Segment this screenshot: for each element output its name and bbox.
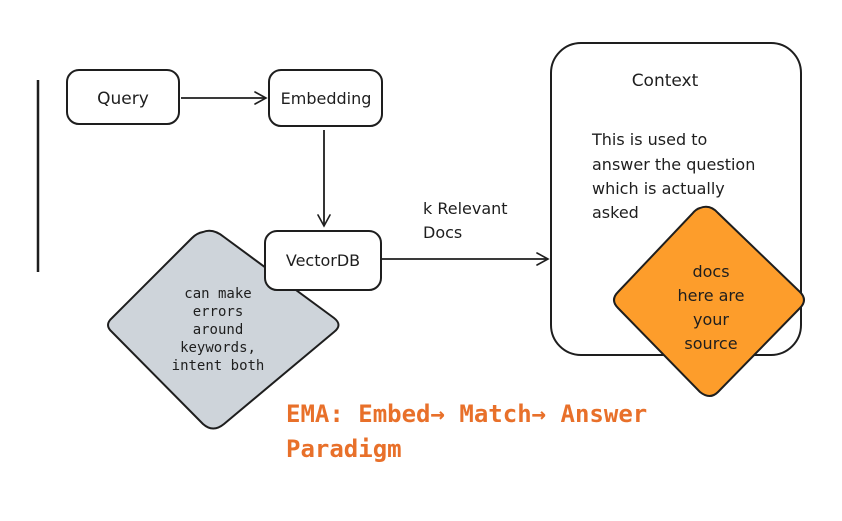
source-text-line: docs (692, 262, 729, 281)
source-text-line: here are (677, 286, 744, 305)
edge-label-relevant-docs: k Relevant Docs (423, 199, 508, 242)
source-diamond: docs here are your source (613, 205, 805, 397)
context-note-line: which is actually (592, 179, 725, 198)
source-text-line: your (693, 310, 729, 329)
context-title: Context (632, 71, 699, 91)
edge-label-line: Docs (423, 223, 462, 242)
context-note: This is used to answer the question whic… (591, 130, 755, 222)
vectordb-node: VectorDB (264, 230, 382, 291)
embedding-node: Embedding (268, 69, 383, 127)
warning-text-line: intent both (172, 358, 265, 374)
vectordb-label: VectorDB (286, 251, 360, 270)
context-note-line: answer the question (592, 155, 755, 174)
embedding-label: Embedding (281, 89, 372, 108)
title-line: EMA: Embed→ Match→ Answer (286, 400, 647, 428)
warning-text-line: around (193, 322, 244, 338)
edge-label-line: k Relevant (423, 199, 508, 218)
warning-text-line: can make (184, 286, 251, 302)
query-label: Query (97, 89, 149, 109)
warning-text-line: errors (193, 304, 244, 320)
query-node: Query (66, 69, 180, 125)
context-note-line: This is used to (591, 130, 707, 149)
paradigm-title: EMA: Embed→ Match→ Answer Paradigm (286, 400, 647, 463)
source-text-line: source (684, 334, 737, 353)
title-line: Paradigm (286, 435, 402, 463)
context-note-line: asked (592, 203, 639, 222)
warning-text-line: keywords, (180, 340, 256, 356)
